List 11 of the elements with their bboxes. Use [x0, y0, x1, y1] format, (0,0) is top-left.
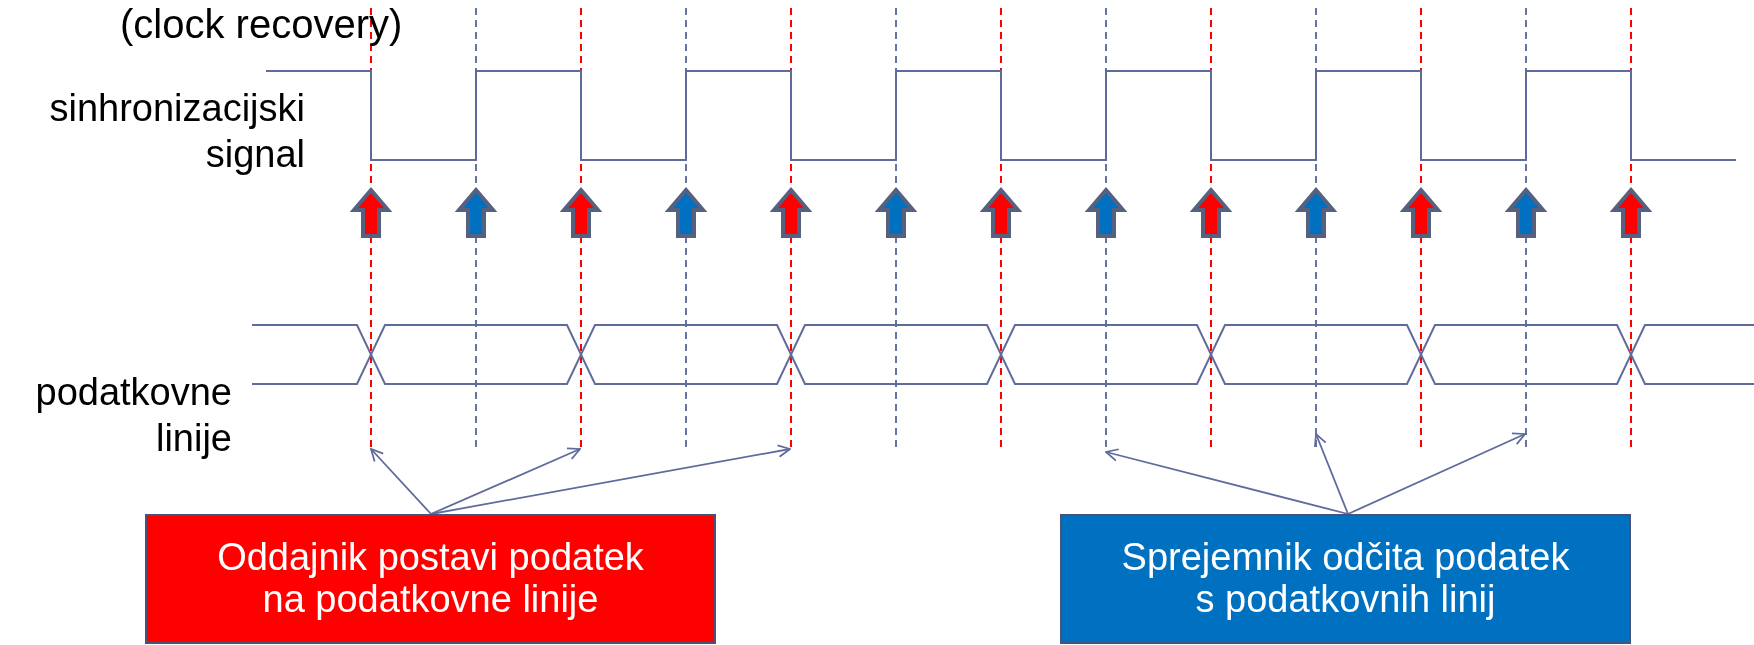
signal-label: podatkovne linije: [34, 370, 232, 461]
callout-box: Sprejemnik odčita podatek s podatkovnih linij: [1060, 514, 1631, 644]
leader-arrow: [1314, 433, 1349, 515]
signal-label: sinhronizacijski signal: [48, 86, 305, 177]
callout-box: Oddajnik postavi podatek na podatkovne linije: [145, 514, 716, 644]
leader-arrow: [370, 448, 432, 515]
leader-arrow: [430, 444, 791, 515]
leader-arrow: [1105, 448, 1349, 515]
leader-arrow: [1347, 432, 1526, 515]
leader-arrow: [430, 447, 581, 515]
title: (clock recovery): [120, 2, 403, 47]
